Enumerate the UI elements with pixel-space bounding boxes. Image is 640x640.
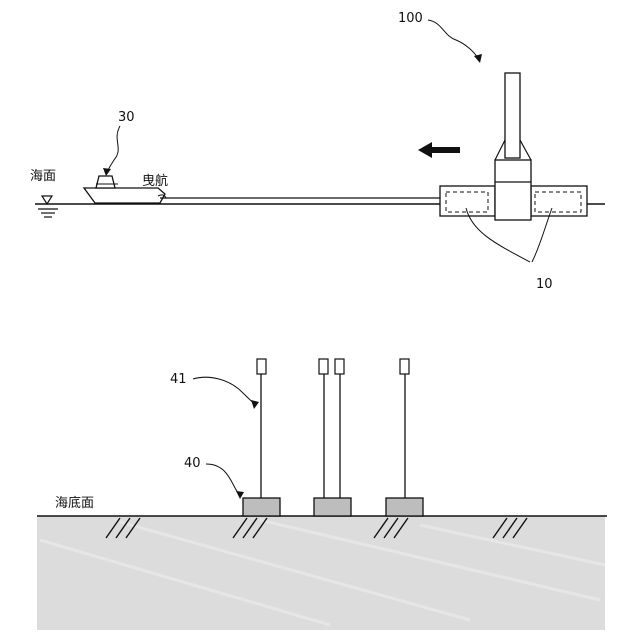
floating-structure bbox=[440, 73, 587, 220]
anchor-block-1 bbox=[243, 498, 280, 516]
seabed-label: 海底面 bbox=[55, 495, 94, 511]
ref-41-label: 41 bbox=[170, 372, 187, 387]
anchor-block-2 bbox=[314, 498, 351, 516]
ref-30-leader bbox=[107, 126, 120, 172]
ref-30-label: 30 bbox=[118, 110, 135, 125]
mooring-line-2a bbox=[319, 359, 328, 498]
sea-level-symbol bbox=[38, 196, 58, 217]
float-1 bbox=[257, 359, 266, 374]
center-column-lower bbox=[495, 160, 531, 220]
sea-surface-label: 海面 bbox=[30, 169, 56, 184]
ref-100-arrowhead bbox=[474, 54, 482, 63]
ref-100-leader bbox=[428, 20, 478, 58]
mast-brace-right bbox=[520, 140, 531, 160]
anchor-block-3 bbox=[386, 498, 423, 516]
float-2a bbox=[319, 359, 328, 374]
mooring-line-3 bbox=[400, 359, 409, 498]
mooring-line-1 bbox=[257, 359, 266, 498]
ref-41-arrowhead bbox=[251, 400, 259, 409]
travel-direction-arrow bbox=[418, 142, 460, 158]
ref-41-leader bbox=[193, 377, 255, 404]
mooring-line-2b bbox=[335, 359, 344, 498]
float-3 bbox=[400, 359, 409, 374]
mast bbox=[505, 73, 520, 158]
ref-10-label: 10 bbox=[536, 277, 553, 292]
ref-40-label: 40 bbox=[184, 456, 201, 471]
mast-brace-left bbox=[495, 140, 505, 160]
ref-100-label: 100 bbox=[398, 11, 423, 26]
ref-30-arrowhead bbox=[103, 168, 111, 176]
towing-label: 曳航 bbox=[142, 173, 168, 189]
float-2b bbox=[335, 359, 344, 374]
ref-40-leader bbox=[206, 464, 240, 495]
